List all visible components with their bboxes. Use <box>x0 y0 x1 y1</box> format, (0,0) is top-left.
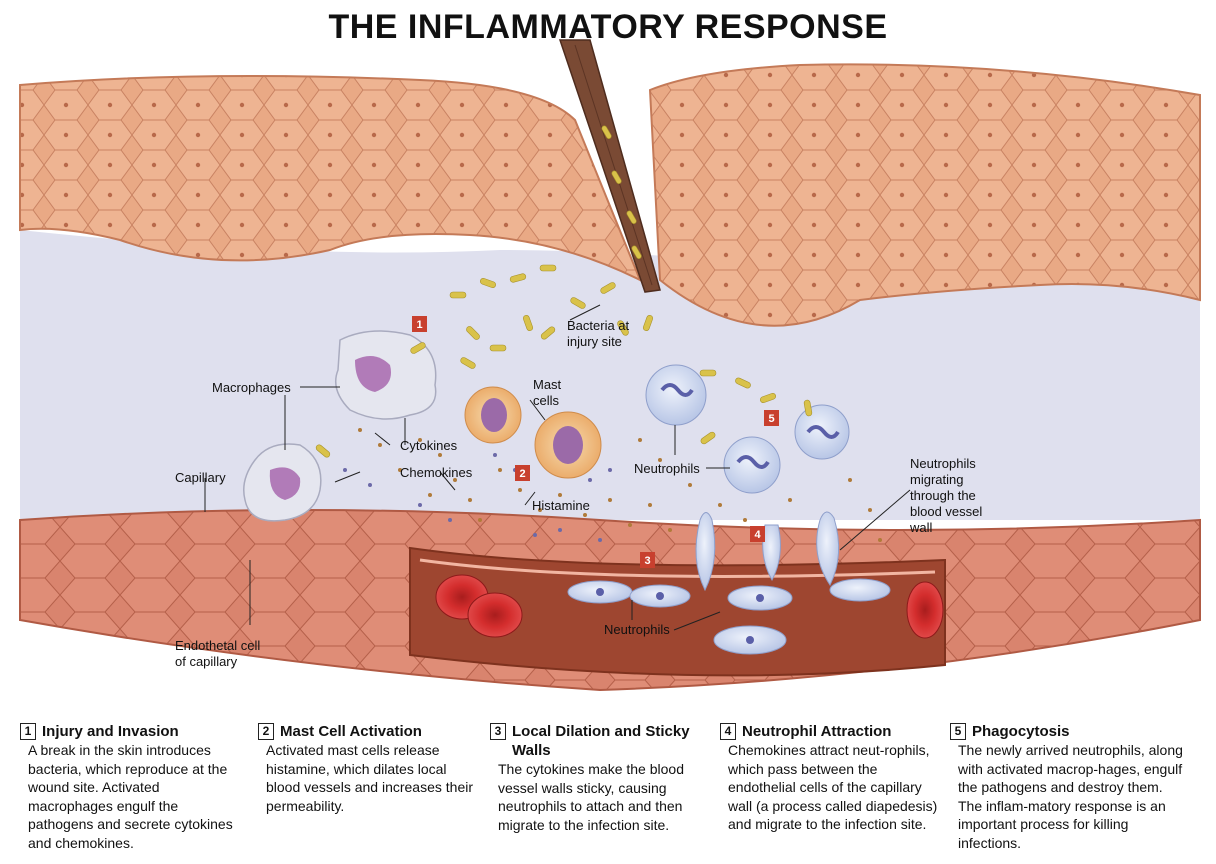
badge-3-label: 3 <box>644 555 650 567</box>
capillary-inner-lining <box>419 558 936 578</box>
step-5-title: Phagocytosis <box>972 723 1070 740</box>
label-neutrophils-lower: Neutrophils <box>604 622 670 637</box>
step-1-number: 1 <box>20 723 36 740</box>
step-3-title: Local Dilation and Sticky Walls <box>512 723 690 759</box>
step-2-body: Activated mast cells release histamine, … <box>266 742 474 814</box>
step-2: 2 Mast Cell Activation Activated mast ce… <box>258 722 480 862</box>
step-1-title: Injury and Invasion <box>42 723 179 740</box>
badge-4-label: 4 <box>754 529 761 541</box>
step-4: 4 Neutrophil Attraction Chemokines attra… <box>720 722 942 862</box>
migrating-neutrophils <box>695 511 840 592</box>
step-2-number: 2 <box>258 723 274 740</box>
splinter <box>558 39 661 293</box>
red-blood-cell <box>467 592 523 638</box>
step-5-heading: 5 Phagocytosis <box>950 722 1186 741</box>
connective-tissue <box>20 230 1200 520</box>
step-4-heading: 4 Neutrophil Attraction <box>720 722 942 741</box>
diagram-title: THE INFLAMMATORY RESPONSE <box>328 8 888 46</box>
badge-5-label: 5 <box>768 413 774 425</box>
badge-2-label: 2 <box>519 468 525 480</box>
label-endothelial-2: of capillary <box>175 654 238 669</box>
label-migrating-1: Neutrophils <box>910 456 976 471</box>
label-bacteria-2: injury site <box>567 334 622 349</box>
step-1-heading: 1 Injury and Invasion <box>20 722 242 741</box>
label-migrating-4: blood vessel <box>910 504 982 519</box>
signal-molecules <box>358 428 882 542</box>
badge-3: 3 <box>640 552 655 568</box>
step-3-body: The cytokines make the blood vessel wall… <box>498 761 684 833</box>
inflammation-illustration: 1 2 3 4 5 Bacteria at injury site Macrop… <box>19 39 1201 692</box>
badge-1: 1 <box>412 316 427 332</box>
badge-4: 4 <box>750 526 765 542</box>
histamine-molecules <box>343 453 612 542</box>
macrophage <box>335 330 437 420</box>
label-histamine: Histamine <box>532 498 590 513</box>
bacteria-cluster <box>315 125 813 458</box>
leader-lines <box>204 304 911 631</box>
red-blood-cell <box>906 581 944 639</box>
step-4-body: Chemokines attract neut-rophils, which p… <box>728 742 938 832</box>
badge-5: 5 <box>764 410 779 426</box>
badge-1-label: 1 <box>416 319 422 331</box>
capillary-lumen <box>409 546 946 677</box>
step-1-body: A break in the skin introduces bacteria,… <box>28 742 233 851</box>
label-mast-2: cells <box>533 393 560 408</box>
step-3: 3 Local Dilation and Sticky Walls The cy… <box>490 722 712 862</box>
steps-legend: 1 Injury and Invasion A break in the ski… <box>0 722 1216 864</box>
neutrophil <box>645 364 707 426</box>
mast-cell <box>534 411 602 479</box>
step-5-number: 5 <box>950 723 966 740</box>
step-2-heading: 2 Mast Cell Activation <box>258 722 480 741</box>
label-cytokines: Cytokines <box>400 438 458 453</box>
skin-layer-left <box>19 75 642 283</box>
label-bacteria-1: Bacteria at <box>567 318 630 333</box>
step-3-heading: 3 Local Dilation and Sticky Walls <box>490 722 712 760</box>
label-mast-1: Mast <box>533 377 562 392</box>
macrophage <box>243 443 322 522</box>
label-migrating-5: wall <box>909 520 933 535</box>
label-neutrophils-upper: Neutrophils <box>634 461 700 476</box>
neutrophil <box>723 436 781 494</box>
step-4-title: Neutrophil Attraction <box>742 723 892 740</box>
label-chemokines: Chemokines <box>400 465 473 480</box>
neutrophils-in-vessel <box>567 578 891 655</box>
step-2-title: Mast Cell Activation <box>280 723 422 740</box>
step-3-number: 3 <box>490 723 506 740</box>
label-macrophages: Macrophages <box>212 380 291 395</box>
splinter-grain <box>574 44 653 286</box>
step-5-body: The newly arrived neutrophils, along wit… <box>958 742 1183 851</box>
step-5: 5 Phagocytosis The newly arrived neutrop… <box>950 722 1186 862</box>
step-1: 1 Injury and Invasion A break in the ski… <box>20 722 242 862</box>
step-4-number: 4 <box>720 723 736 740</box>
badge-2: 2 <box>515 465 530 481</box>
skin-layer-right <box>648 63 1201 327</box>
label-migrating-3: through the <box>910 488 976 503</box>
mast-cell <box>464 386 522 444</box>
label-capillary: Capillary <box>175 470 226 485</box>
label-migrating-2: migrating <box>910 472 963 487</box>
neutrophil <box>794 404 850 460</box>
label-endothelial-1: Endothetal cell <box>175 638 260 653</box>
